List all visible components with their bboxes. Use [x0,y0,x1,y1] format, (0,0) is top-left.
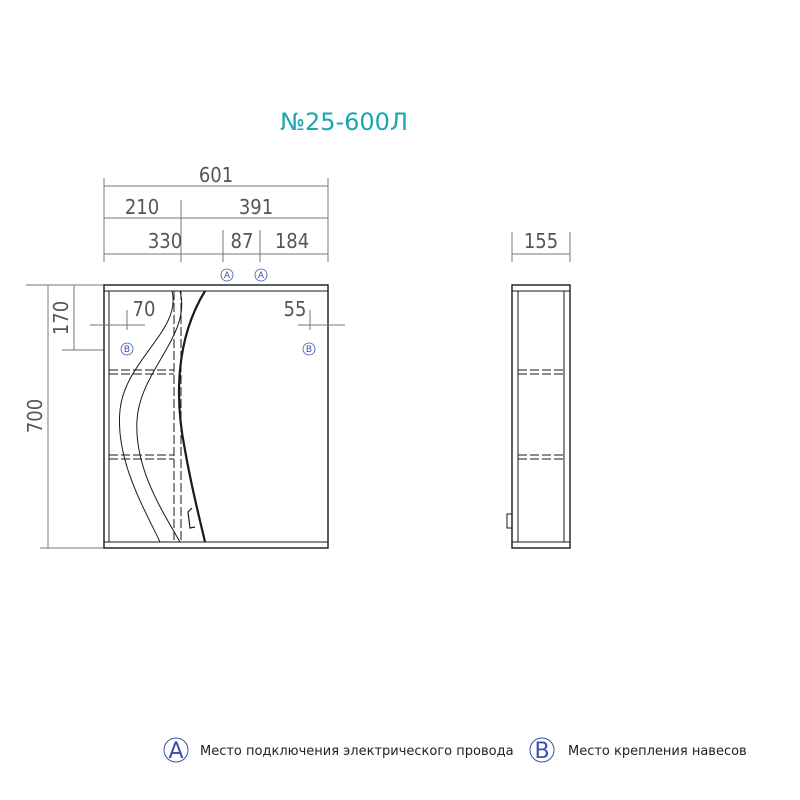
legend-a: A Место подключения электрического прово… [163,737,514,764]
side-dimension [511,232,571,262]
front-view [103,284,329,549]
dim-mount-left: 70 [133,297,156,321]
top-dimensions [103,178,329,262]
svg-text:B: B [534,739,549,764]
marker-b-2: B [302,342,316,356]
dim-overall-width: 601 [199,163,233,187]
mount-dimensions [90,310,345,330]
dim-right-offset: 184 [275,229,309,253]
dim-left-section: 210 [125,195,159,219]
svg-text:A: A [224,271,231,281]
side-view [506,284,571,549]
marker-a-1: A [220,268,234,282]
svg-text:A: A [258,271,265,281]
dim-mount-right: 55 [284,297,307,321]
dim-depth: 155 [524,229,558,253]
marker-a-2: A [254,268,268,282]
dim-middle: 87 [231,229,254,253]
dim-top-offset: 170 [49,301,73,335]
dim-right-section: 391 [239,195,273,219]
svg-text:B: B [306,345,312,355]
marker-b-1: B [120,342,134,356]
drawing-title: №25-600Л [280,108,408,136]
legend-b: B Место крепления навесов [529,737,747,764]
legend-b-text: Место крепления навесов [568,744,747,759]
dim-left-offset: 330 [148,229,182,253]
legend-a-text: Место подключения электрического провода [200,744,514,759]
svg-text:B: B [124,345,130,355]
left-dimensions [26,284,104,549]
svg-text:A: A [168,739,183,764]
dim-height: 700 [23,399,47,433]
